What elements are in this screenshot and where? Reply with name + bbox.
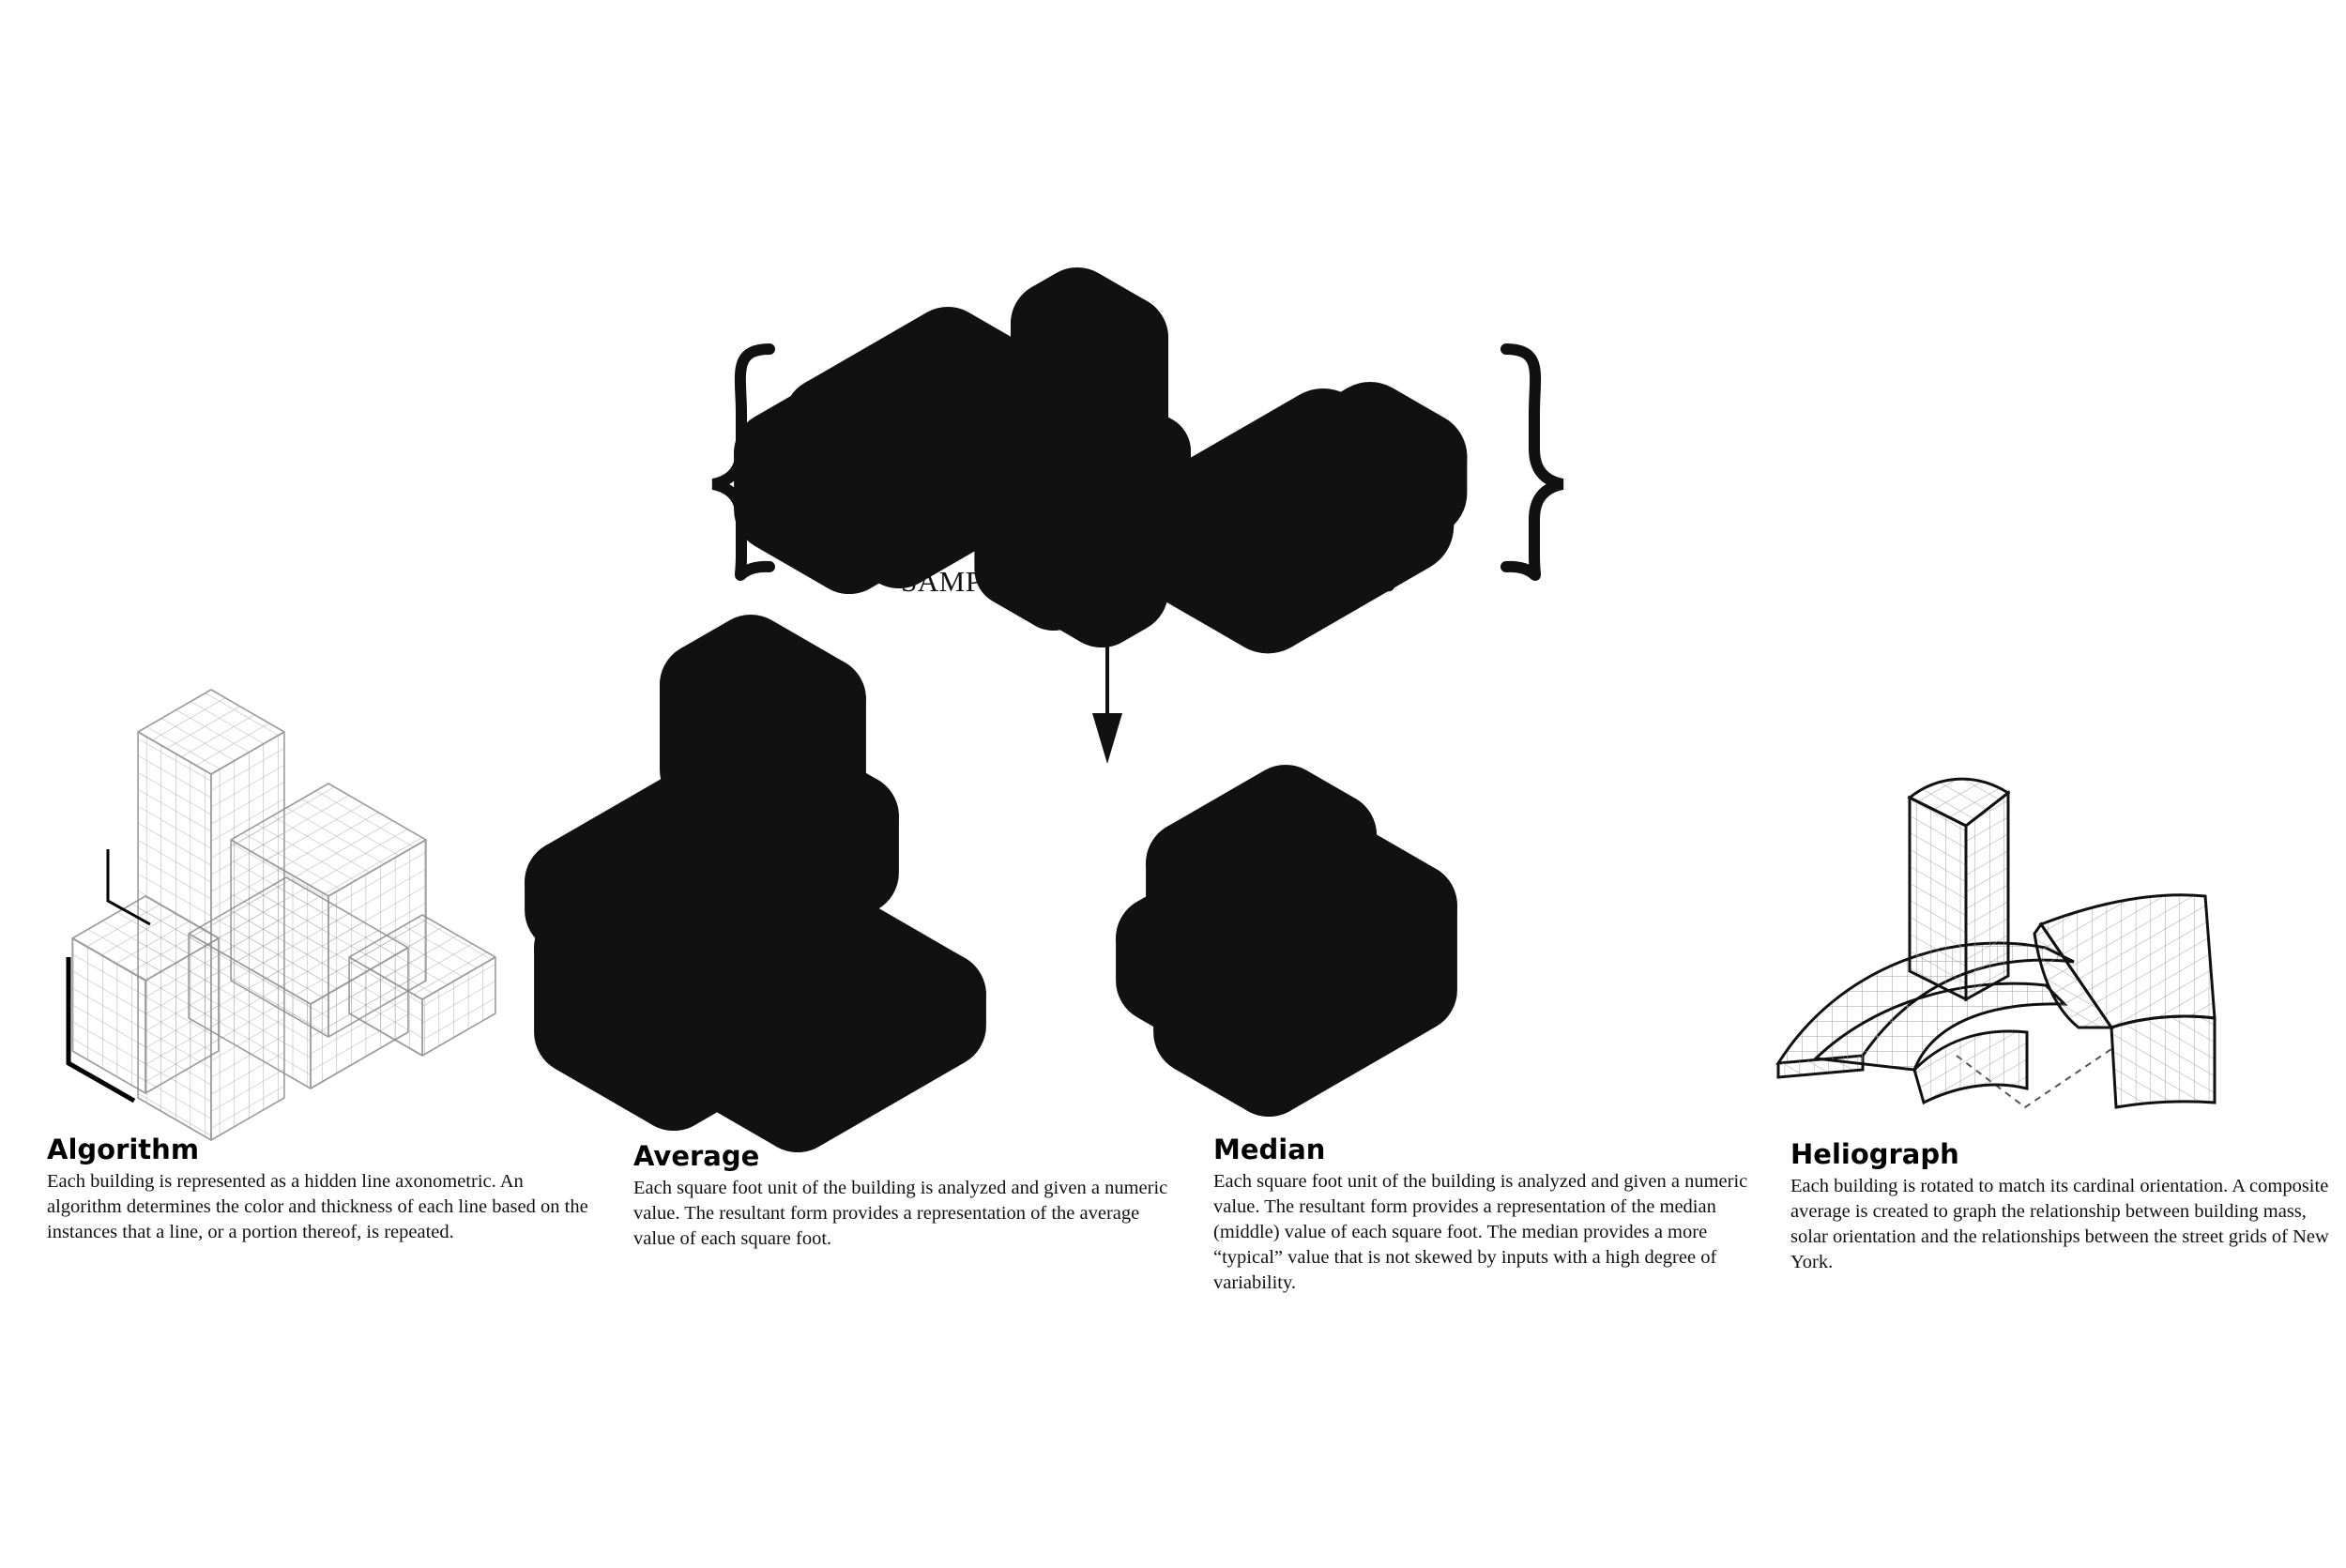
median-top bbox=[1146, 765, 1377, 976]
building-label-2: 2 bbox=[1026, 481, 1045, 514]
heliograph-inner-ring bbox=[1812, 982, 2068, 1072]
heliograph-fan-top bbox=[2033, 921, 2114, 1029]
method-algorithm: Algorithm Each building is represented a… bbox=[47, 1134, 591, 1245]
heliograph-tower-top bbox=[1907, 777, 2011, 828]
algorithm-back-volume bbox=[348, 914, 496, 1057]
heliograph-ring-front bbox=[1912, 1029, 2029, 1105]
heliograph-volume bbox=[1775, 777, 2217, 1109]
volume-side-face bbox=[421, 956, 496, 1057]
average-top-block bbox=[660, 615, 866, 854]
heliograph-tower-side bbox=[1964, 789, 2010, 1002]
method-description: Each square foot unit of the building is… bbox=[633, 1178, 1168, 1249]
algorithm-front-volume bbox=[71, 895, 220, 1094]
building-1-step bbox=[734, 369, 965, 594]
volume-side-face bbox=[733, 657, 866, 854]
method-heliograph: Heliograph Each building is rotated to m… bbox=[1790, 1138, 2330, 1275]
method-title: Algorithm bbox=[47, 1134, 200, 1165]
down-arrow-head bbox=[1092, 713, 1122, 764]
volume-side-face bbox=[145, 937, 220, 1094]
method-title: Average bbox=[633, 1140, 760, 1172]
method-description: Each building is rotated to match its ca… bbox=[1790, 1176, 2329, 1272]
building-label-1: 1 bbox=[771, 481, 791, 514]
left-brace bbox=[711, 343, 775, 581]
method-average: Average Each square foot unit of the bui… bbox=[633, 1140, 1178, 1252]
right-brace bbox=[1501, 343, 1564, 581]
building-label-3: 3 bbox=[1241, 481, 1260, 514]
volume-side-face bbox=[632, 877, 862, 1131]
sample-set-caption: SAMPLE SET OF THREE BUILDINGS bbox=[901, 565, 1397, 598]
building-volumes bbox=[66, 267, 2217, 1152]
algorithm-heavy-edge bbox=[66, 957, 136, 1104]
method-description: Each building is represented as a hidden… bbox=[47, 1171, 588, 1242]
heliograph-fan-base bbox=[2110, 1014, 2217, 1109]
method-title: Heliograph bbox=[1790, 1138, 1959, 1170]
method-description: Each square foot unit of the building is… bbox=[1213, 1171, 1748, 1293]
volume-side-face bbox=[807, 411, 965, 594]
volume-side-face bbox=[766, 774, 899, 943]
volume-side-face bbox=[755, 952, 986, 1152]
method-median: Median Each square foot unit of the buil… bbox=[1213, 1134, 1748, 1296]
heliograph-tower-front bbox=[1908, 795, 1968, 1002]
volume-side-face bbox=[1195, 793, 1377, 976]
method-title: Median bbox=[1213, 1134, 1326, 1165]
algorithm-heavy-edge bbox=[106, 849, 151, 926]
volume-side-face bbox=[1220, 436, 1455, 654]
building-3-main bbox=[1136, 388, 1455, 654]
